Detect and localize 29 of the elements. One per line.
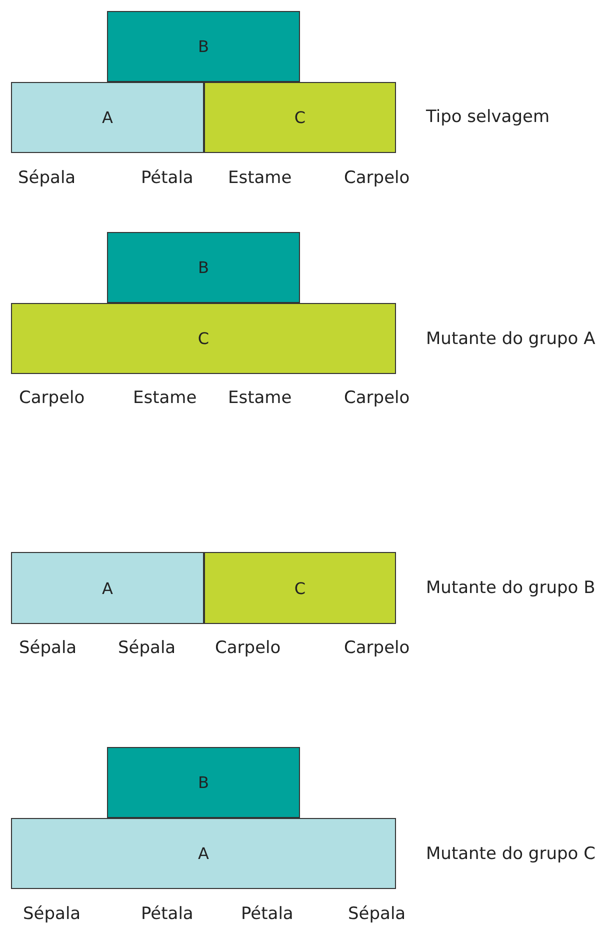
organ-label: Carpelo bbox=[344, 168, 410, 188]
gene-class-box: A bbox=[11, 82, 204, 153]
gene-class-box: C bbox=[11, 303, 396, 374]
organ-label: Sépala bbox=[19, 638, 77, 658]
organ-label: Carpelo bbox=[344, 638, 410, 658]
gene-class-box: B bbox=[107, 232, 300, 303]
organ-label: Estame bbox=[228, 168, 292, 188]
row-label: Mutante do grupo B bbox=[426, 578, 596, 598]
gene-class-box: C bbox=[204, 552, 396, 624]
gene-class-box: A bbox=[11, 552, 204, 624]
organ-label: Estame bbox=[228, 388, 292, 408]
gene-class-box: B bbox=[107, 747, 300, 818]
organ-label: Sépala bbox=[348, 904, 406, 924]
organ-label: Carpelo bbox=[19, 388, 85, 408]
organ-label: Carpelo bbox=[215, 638, 281, 658]
organ-label: Sépala bbox=[18, 168, 76, 188]
row-label: Mutante do grupo A bbox=[426, 329, 596, 349]
row-label: Tipo selvagem bbox=[426, 107, 550, 127]
organ-label: Pétala bbox=[241, 904, 294, 924]
row-label: Mutante do grupo C bbox=[426, 844, 596, 864]
organ-label: Pétala bbox=[141, 904, 194, 924]
organ-label: Carpelo bbox=[344, 388, 410, 408]
organ-label: Sépala bbox=[23, 904, 81, 924]
gene-class-box: A bbox=[11, 818, 396, 889]
organ-label: Sépala bbox=[118, 638, 176, 658]
organ-label: Pétala bbox=[141, 168, 194, 188]
organ-label: Estame bbox=[133, 388, 197, 408]
gene-class-box: C bbox=[204, 82, 396, 153]
gene-class-box: B bbox=[107, 11, 300, 82]
